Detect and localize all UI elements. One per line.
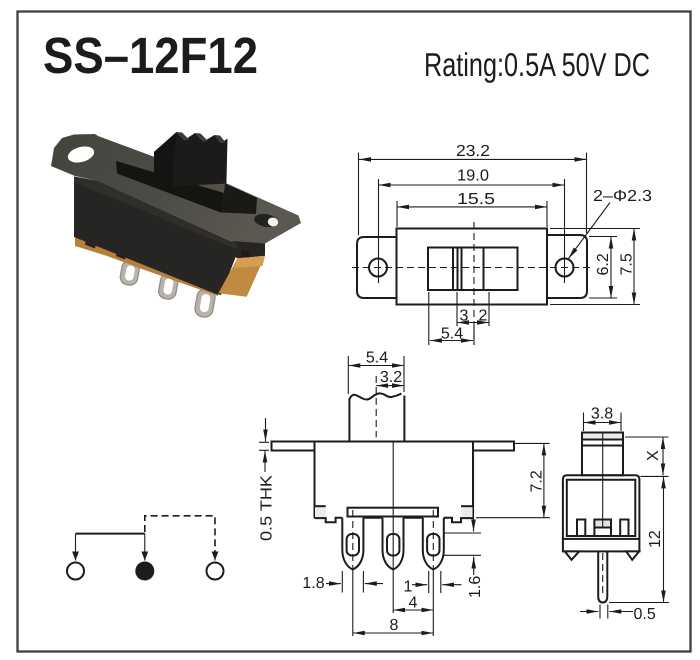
svg-text:0.5: 0.5 [634, 606, 656, 623]
svg-text:19.0: 19.0 [457, 168, 489, 185]
svg-text:8: 8 [390, 617, 399, 634]
svg-text:6.2: 6.2 [595, 253, 612, 275]
svg-text:3.2: 3.2 [380, 369, 402, 386]
svg-text:SS–12F12: SS–12F12 [43, 27, 258, 84]
svg-text:15.5: 15.5 [457, 191, 495, 208]
svg-text:2–Φ2.3: 2–Φ2.3 [593, 188, 652, 205]
svg-text:7.2: 7.2 [529, 470, 546, 492]
svg-text:7.5: 7.5 [619, 253, 636, 275]
svg-text:5.4: 5.4 [441, 326, 463, 343]
svg-text:5.4: 5.4 [366, 350, 388, 367]
svg-text:2: 2 [479, 308, 488, 325]
svg-text:23.2: 23.2 [456, 143, 490, 160]
svg-text:1.8: 1.8 [302, 575, 324, 592]
svg-text:Rating:0.5A 50V DC: Rating:0.5A 50V DC [424, 46, 650, 83]
svg-text:1: 1 [404, 579, 413, 596]
svg-text:3: 3 [460, 308, 469, 325]
svg-text:X: X [645, 450, 662, 461]
svg-text:4: 4 [409, 594, 418, 611]
svg-text:1.6: 1.6 [467, 576, 484, 598]
svg-text:12: 12 [647, 530, 664, 548]
svg-text:0.5 THK: 0.5 THK [259, 475, 276, 541]
svg-text:3.8: 3.8 [591, 406, 613, 423]
